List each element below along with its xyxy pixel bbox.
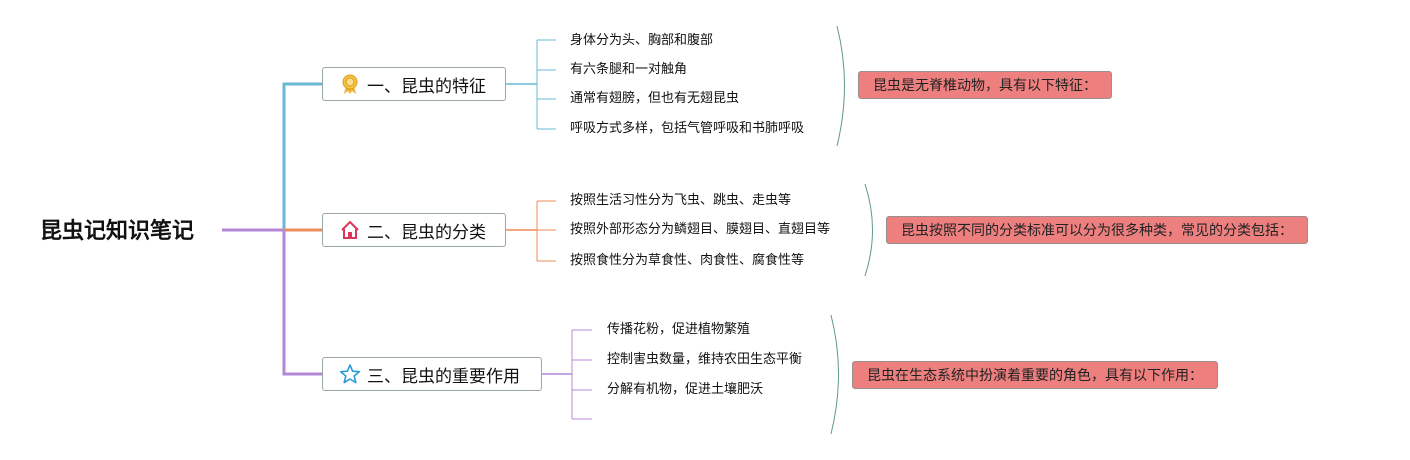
trunk-line-features: [282, 82, 322, 230]
leaf-item[interactable]: 按照生活习性分为飞虫、跳虫、走虫等: [570, 193, 792, 208]
home-icon: [339, 219, 361, 241]
leaf-item[interactable]: 呼吸方式多样，包括气管呼吸和书肺呼吸: [570, 121, 805, 136]
summary-note[interactable]: 昆虫按照不同的分类标准可以分为很多种类，常见的分类包括：: [886, 216, 1308, 244]
leaf-item[interactable]: 传播花粉，促进植物繁殖: [607, 322, 751, 337]
leaf-item[interactable]: 通常有翅膀，但也有无翅昆虫: [570, 91, 740, 106]
award-ribbon-icon: [339, 73, 361, 95]
branch-label: 三、昆虫的重要作用: [367, 366, 520, 387]
leaf-item[interactable]: 控制害虫数量，维持农田生态平衡: [607, 352, 803, 367]
leaf-item[interactable]: 有六条腿和一对触角: [570, 62, 688, 77]
branch-insect-features[interactable]: 一、昆虫的特征: [322, 67, 506, 101]
summary-note[interactable]: 昆虫是无脊椎动物，具有以下特征：: [858, 71, 1112, 99]
leaf-item[interactable]: 按照外部形态分为鳞翅目、膜翅目、直翅目等: [570, 222, 831, 237]
leaf-item[interactable]: 身体分为头、胸部和腹部: [570, 33, 714, 48]
summary-bracket: [836, 25, 845, 147]
branch-label: 二、昆虫的分类: [367, 222, 486, 243]
summary-bracket: [830, 314, 839, 435]
summary-bracket: [864, 183, 873, 277]
star-icon: [339, 363, 361, 385]
leaf-item[interactable]: 按照食性分为草食性、肉食性、腐食性等: [570, 253, 805, 268]
branch-label: 一、昆虫的特征: [367, 76, 486, 97]
leaf-item[interactable]: 分解有机物，促进土壤肥沃: [607, 382, 764, 397]
summary-note[interactable]: 昆虫在生态系统中扮演着重要的角色，具有以下作用：: [852, 361, 1218, 389]
branch-insect-classification[interactable]: 二、昆虫的分类: [322, 213, 506, 247]
root-topic[interactable]: 昆虫记知识笔记: [40, 219, 195, 244]
trunk-line-importance: [282, 230, 322, 376]
branch-insect-importance[interactable]: 三、昆虫的重要作用: [322, 357, 542, 391]
